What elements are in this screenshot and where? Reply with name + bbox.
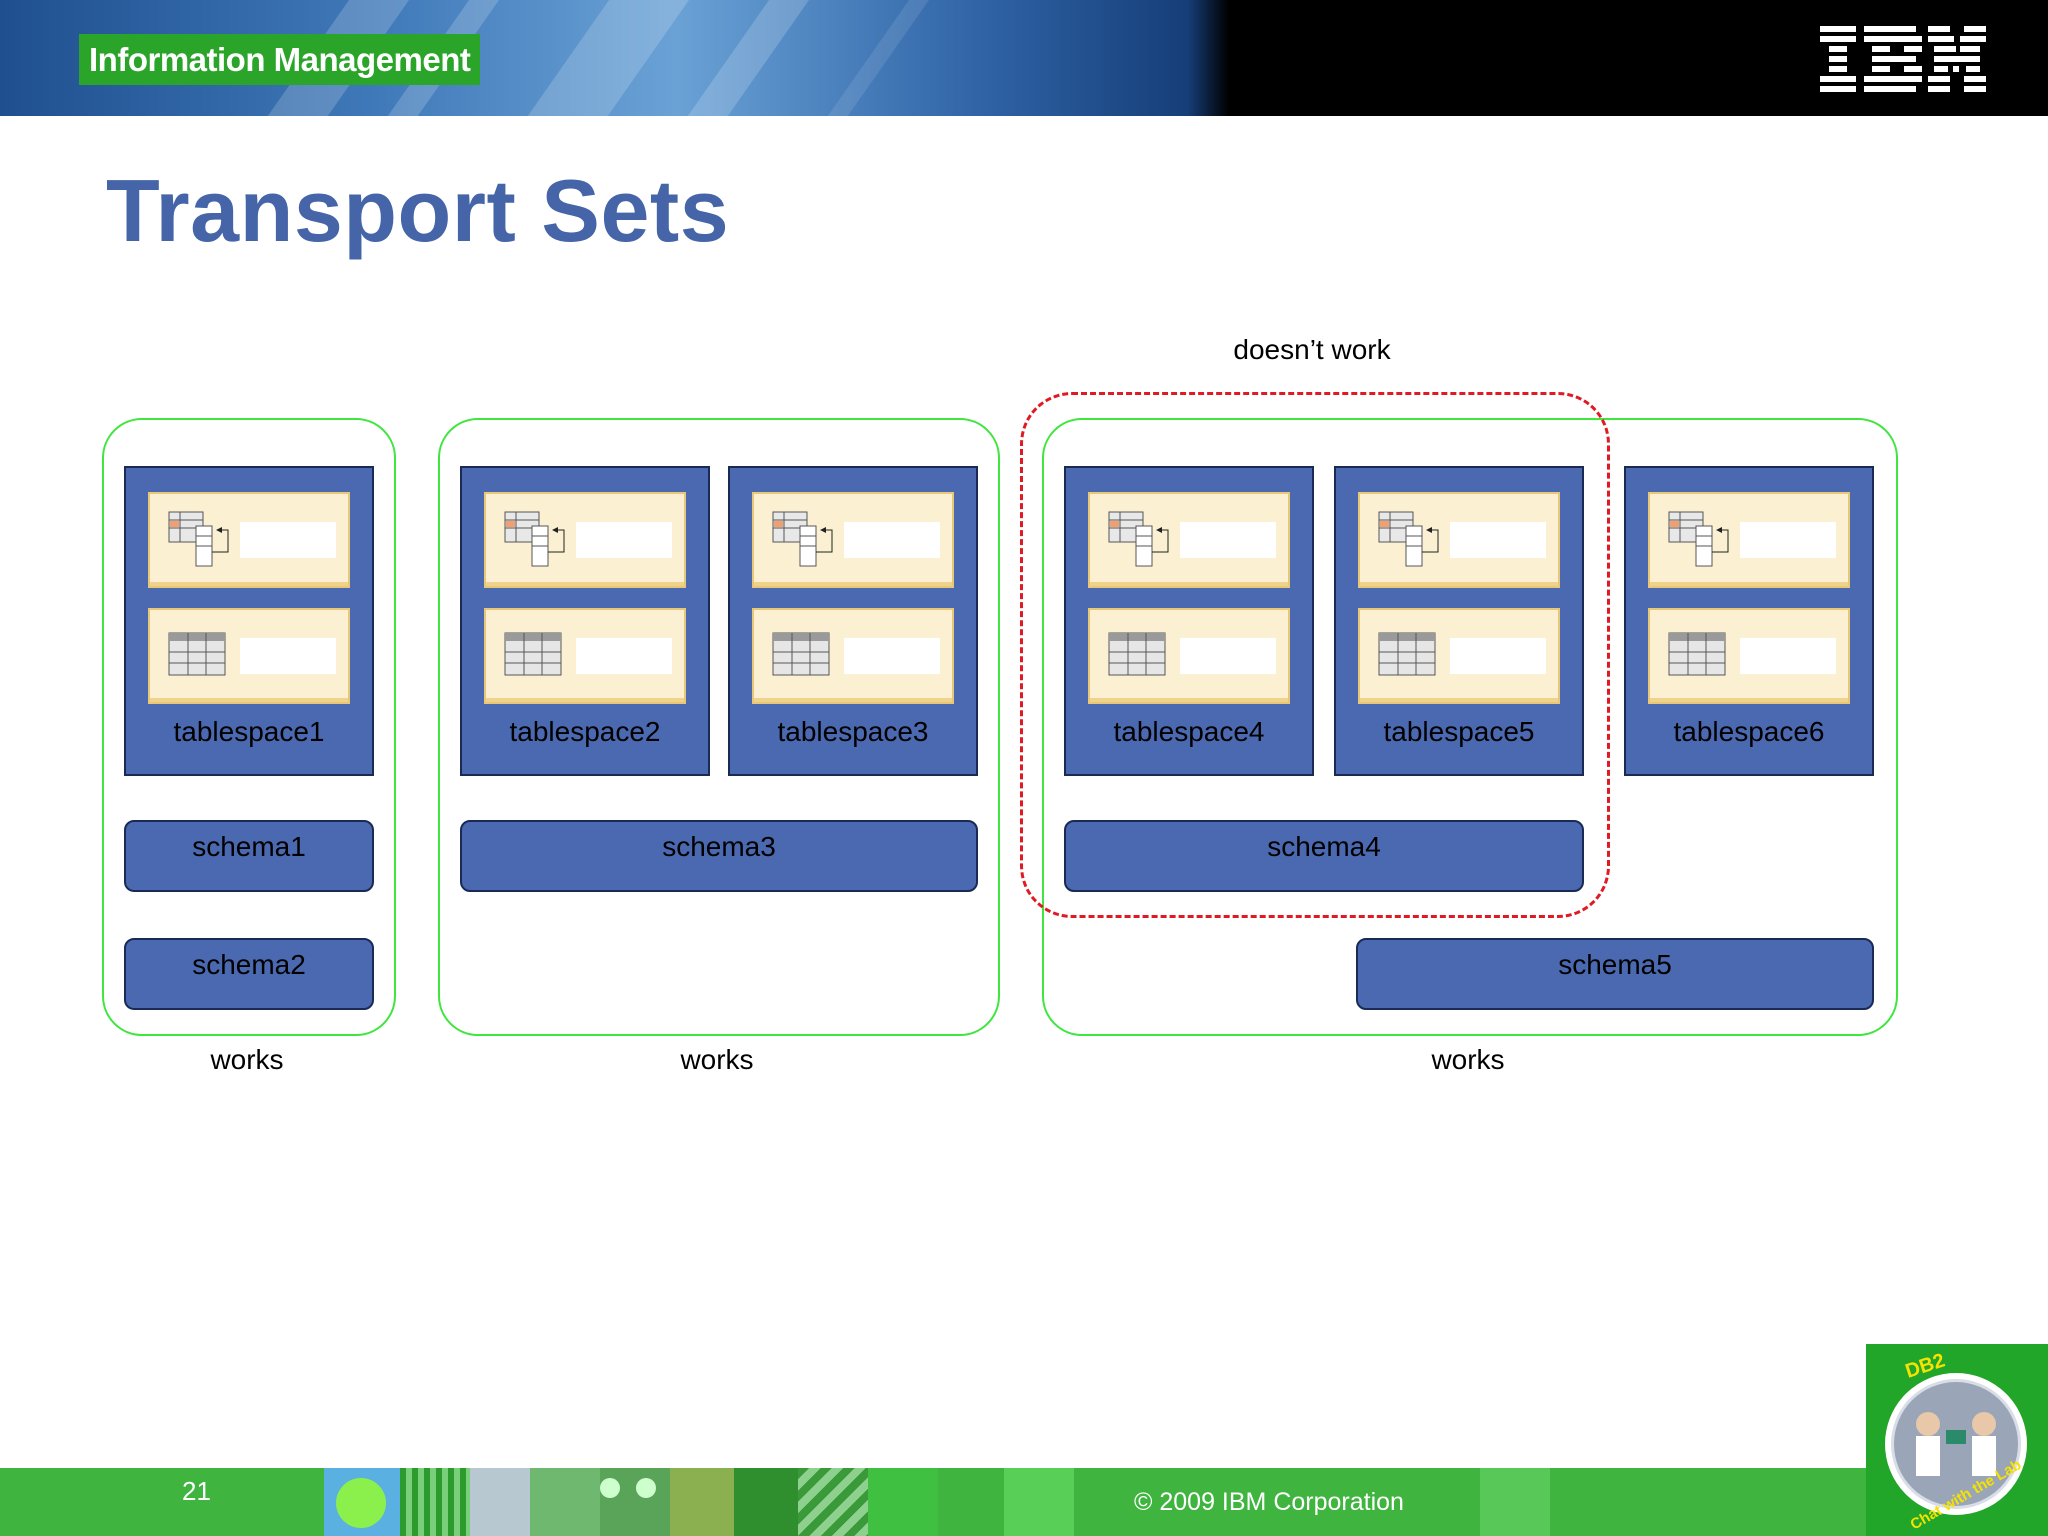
tables-panel: [1088, 492, 1290, 588]
invalid-transport-set-region: [1020, 392, 1610, 918]
tablespace-4: tablespace4: [1064, 466, 1314, 776]
transport-set-group-2: [438, 418, 1000, 1036]
table-relationships-icon: [772, 511, 833, 567]
tablespace-3: tablespace3: [728, 466, 978, 776]
copyright-text: © 2009 IBM Corporation: [1134, 1488, 1404, 1516]
transport-set-group-3: [1042, 418, 1898, 1036]
schema-5: schema5: [1356, 938, 1874, 1010]
schema-1: schema1: [124, 820, 374, 892]
db2-chat-with-the-lab-badge: DB2 Chat with the Lab: [1866, 1344, 2048, 1536]
table-relationships-icon: [168, 511, 229, 567]
tables-panel: [148, 492, 350, 588]
tablespace-6: tablespace6: [1624, 466, 1874, 776]
footer-bar: [0, 1468, 2048, 1536]
chat-with-the-lab-logo: DB2 Chat with the Lab: [1885, 1349, 2027, 1533]
schema-4: schema4: [1064, 820, 1584, 892]
group-3-caption: works: [1431, 1044, 1505, 1075]
tablespace-label: tablespace5: [1383, 716, 1535, 747]
table-panel: [484, 608, 686, 704]
tablespace-label: tablespace6: [1673, 716, 1825, 747]
table-panel: [1358, 608, 1560, 704]
ibm-logo: [1820, 26, 1986, 92]
tables-panel: [1648, 492, 1850, 588]
tablespace-label: tablespace3: [777, 716, 929, 747]
group-2-caption: works: [680, 1044, 754, 1075]
tables-panel: [484, 492, 686, 588]
slide-number: 21: [182, 1476, 211, 1506]
tablespace-1: tablespace1: [124, 466, 374, 776]
page-title: Transport Sets: [106, 161, 730, 260]
table-relationships-icon: [504, 511, 565, 567]
table-grid-icon: [168, 632, 226, 676]
table-relationships-icon: [1668, 511, 1729, 567]
tablespace-label: tablespace2: [509, 716, 661, 747]
table-panel: [1648, 608, 1850, 704]
table-grid-icon: [1668, 632, 1726, 676]
table-relationships-icon: [1108, 511, 1169, 567]
group-1-caption: works: [210, 1044, 284, 1075]
tables-panel: [1358, 492, 1560, 588]
transport-set-group-1: [102, 418, 396, 1036]
table-panel: [1088, 608, 1290, 704]
table-relationships-icon: [1378, 511, 1439, 567]
tablespace-2: tablespace2: [460, 466, 710, 776]
table-grid-icon: [1108, 632, 1166, 676]
tablespace-label: tablespace1: [173, 716, 325, 747]
brand-badge: Information Management: [79, 34, 481, 85]
table-grid-icon: [504, 632, 562, 676]
dashed-caption: doesn’t work: [1233, 334, 1391, 365]
tables-panel: [752, 492, 954, 588]
tablespace-5: tablespace5: [1334, 466, 1584, 776]
table-panel: [148, 608, 350, 704]
table-grid-icon: [1378, 632, 1436, 676]
table-panel: [752, 608, 954, 704]
tablespace-label: tablespace4: [1113, 716, 1265, 747]
schema-2: schema2: [124, 938, 374, 1010]
schema-3: schema3: [460, 820, 978, 892]
table-grid-icon: [772, 632, 830, 676]
